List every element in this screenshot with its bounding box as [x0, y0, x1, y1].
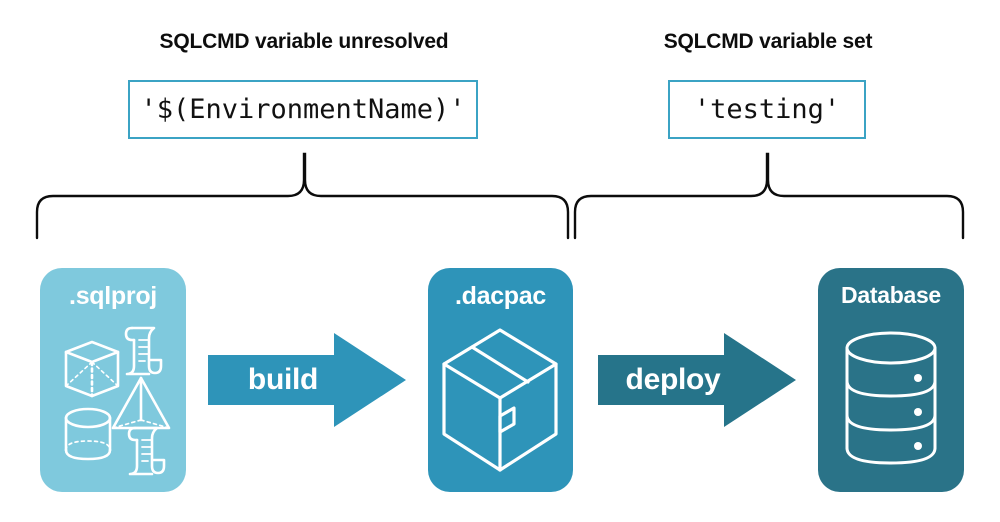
right-curly-brace — [573, 152, 965, 240]
card-database: Database — [818, 268, 964, 492]
card-database-artwork — [845, 331, 937, 465]
cylinder-icon — [64, 407, 112, 461]
arrow-build: build — [208, 331, 408, 429]
heading-sqlcmd-unresolved: SQLCMD variable unresolved — [159, 30, 449, 53]
card-dacpac-title: .dacpac — [454, 282, 546, 310]
pyramid-icon — [111, 376, 171, 430]
scroll-icon — [127, 426, 166, 476]
card-sqlproj: .sqlproj — [40, 268, 186, 492]
arrow-build-label: build — [247, 363, 319, 396]
left-curly-brace — [35, 152, 570, 240]
arrow-build-shape — [208, 333, 406, 427]
package-box-icon — [442, 328, 558, 472]
card-sqlproj-title: .sqlproj — [69, 282, 157, 310]
card-dacpac-artwork — [442, 328, 558, 472]
heading-sqlcmd-set: SQLCMD variable set — [663, 30, 873, 53]
scroll-icon — [124, 326, 163, 376]
arrow-deploy: deploy — [598, 331, 798, 429]
code-value-box-set: 'testing' — [668, 80, 866, 139]
database-cylinder-icon — [845, 331, 937, 465]
card-sqlproj-artwork — [64, 326, 171, 476]
code-value-box-unresolved: '$(EnvironmentName)' — [128, 80, 478, 139]
arrow-deploy-label: deploy — [625, 363, 721, 396]
card-database-title: Database — [841, 282, 941, 308]
cube-icon — [64, 340, 120, 398]
card-dacpac: .dacpac — [428, 268, 573, 492]
arrow-deploy-shape — [598, 333, 796, 427]
